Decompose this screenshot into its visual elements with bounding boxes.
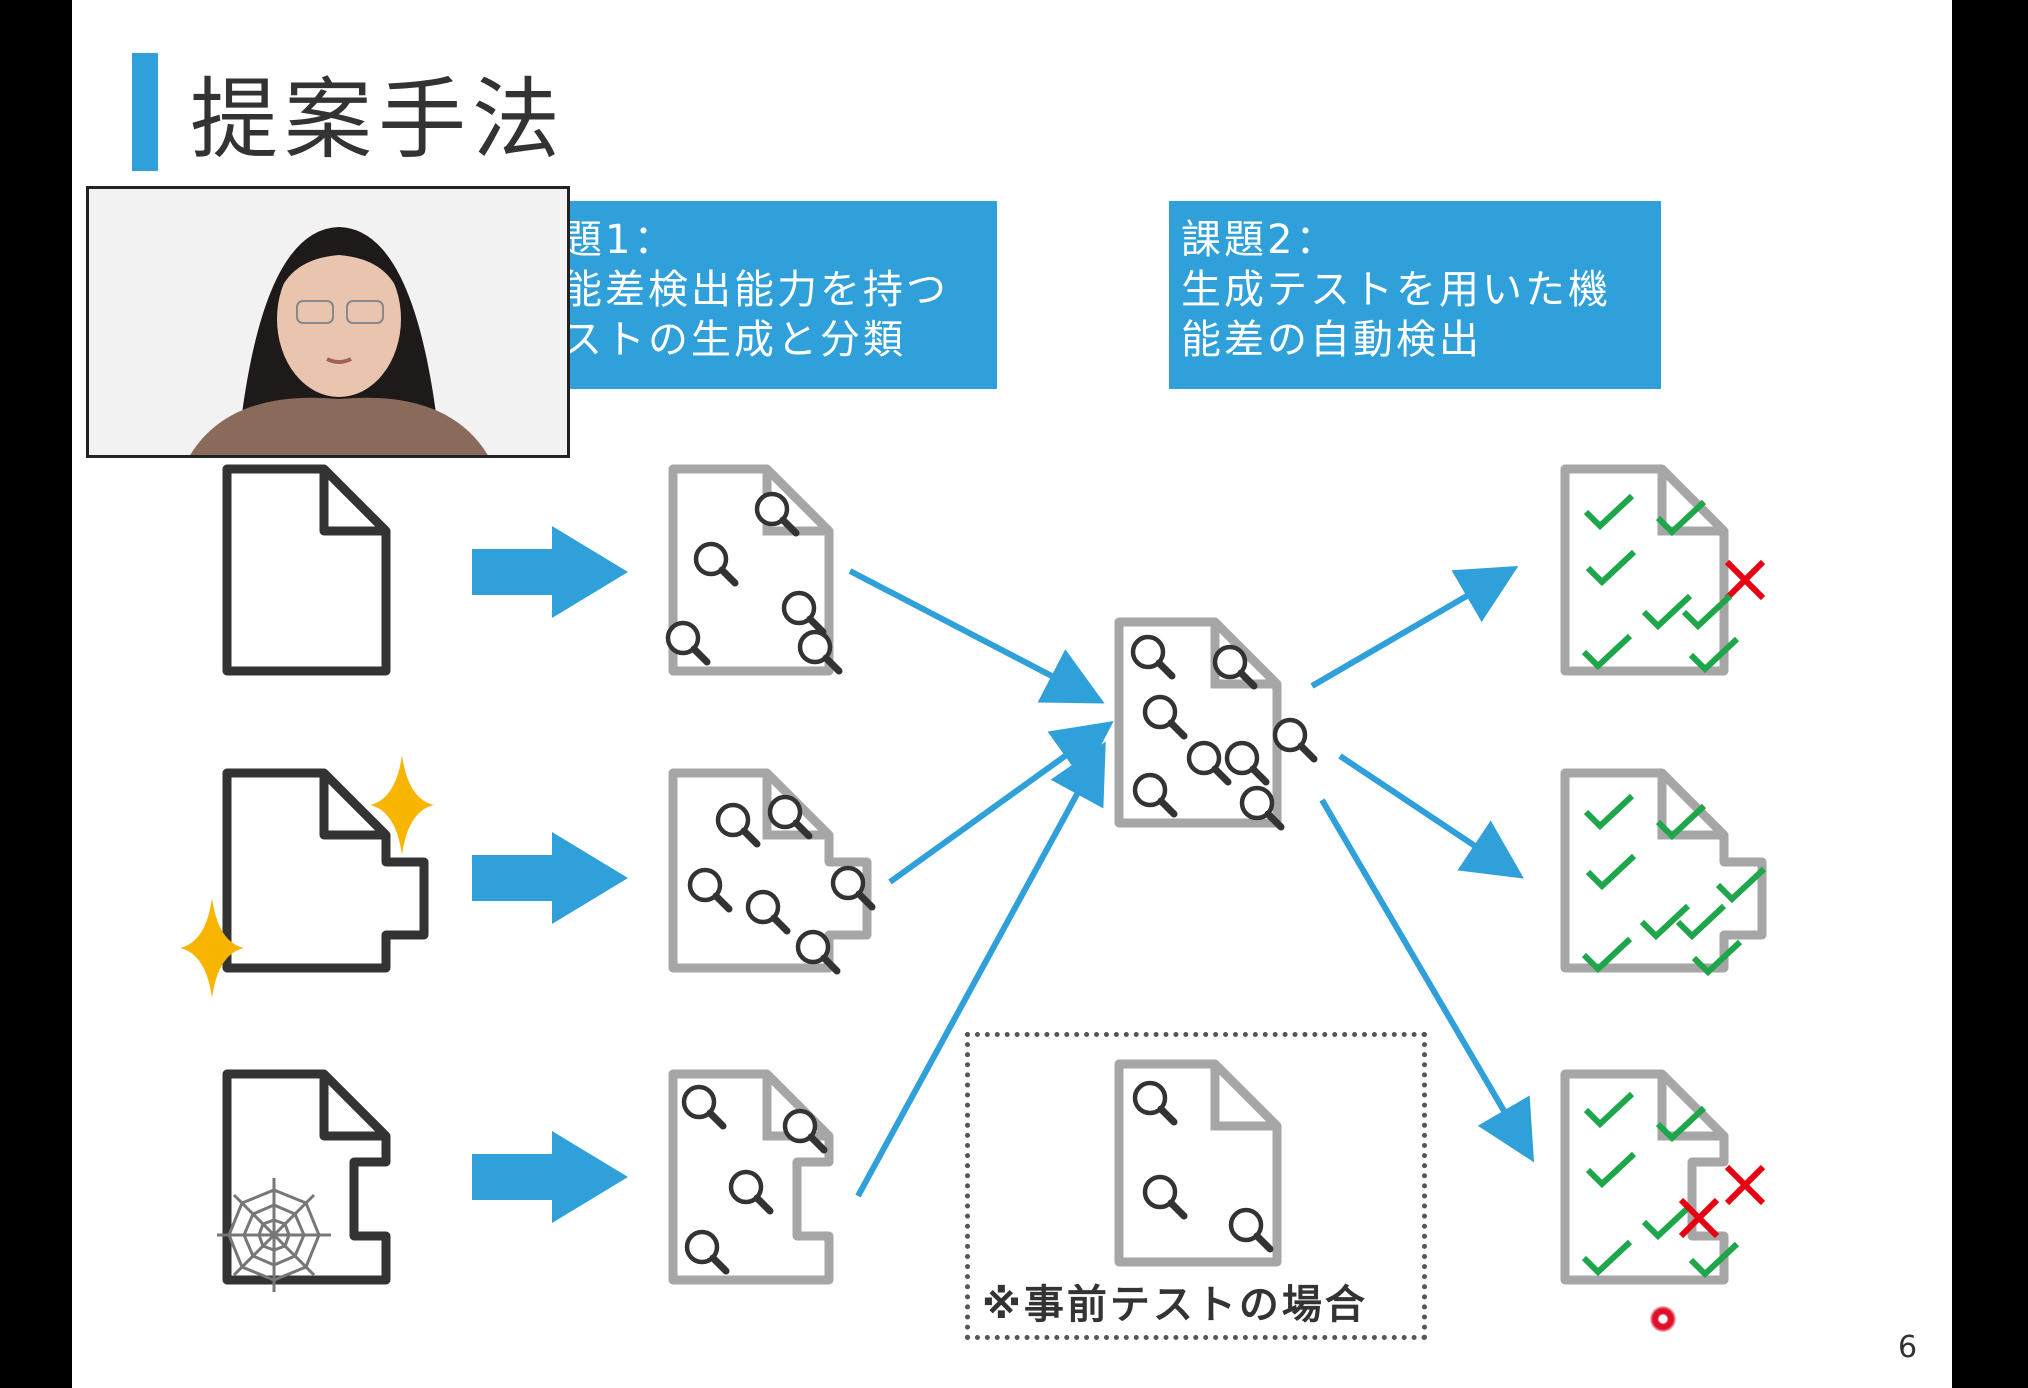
document-icon-result-3 xyxy=(1560,1069,1763,1285)
slide: 提案手法 xyxy=(72,0,1952,1388)
callout-line: 生成テストを用いた機 xyxy=(1181,267,1611,313)
arrow-icon xyxy=(1319,798,1535,1163)
title-accent-bar xyxy=(132,53,158,171)
document-icon-tests-1 xyxy=(668,464,839,676)
pretest-box xyxy=(965,1032,1427,1340)
document-icon-result-2 xyxy=(1560,768,1764,972)
cobweb-icon xyxy=(217,1178,331,1292)
arrow-icon xyxy=(472,1131,628,1223)
document-icon-merged-tests xyxy=(1114,617,1314,827)
arrow-icon xyxy=(1310,565,1519,689)
callout-line: 能差の自動検出 xyxy=(1181,317,1482,363)
slide-title: 提案手法 xyxy=(190,68,567,171)
document-icon-pretest xyxy=(1114,1059,1282,1267)
arrow-icon xyxy=(472,832,628,924)
arrow-icon xyxy=(848,568,1105,704)
arrow-icon xyxy=(855,741,1106,1198)
pretest-note: ※事前テストの場合 xyxy=(982,1282,1368,1328)
callout-line: 課題1： xyxy=(519,217,677,263)
challenge-2-callout: 課題2： 生成テストを用いた機 能差の自動検出 xyxy=(1169,201,1661,389)
document-icon-tests-2 xyxy=(668,768,872,971)
page-number: 6 xyxy=(1898,1330,1918,1365)
callout-line: 課題2： xyxy=(1181,217,1339,263)
laser-pointer xyxy=(1650,1306,1676,1332)
presenter-video xyxy=(89,189,567,455)
document-icon-modified xyxy=(222,768,429,973)
webcam-overlay xyxy=(86,186,570,458)
method-diagram xyxy=(180,464,1952,1292)
arrow-icon xyxy=(1338,753,1524,879)
arrow-icon xyxy=(472,526,628,618)
challenge-1-callout: 課題1： 機能差検出能力を持つ テストの生成と分類 xyxy=(507,201,997,389)
callout-line: 機能差検出能力を持つ xyxy=(519,267,949,313)
document-icon-result-1 xyxy=(1560,464,1763,676)
callout-line: テストの生成と分類 xyxy=(519,317,906,363)
document-icon-tests-3 xyxy=(668,1069,834,1285)
document-icon-original xyxy=(222,464,391,676)
